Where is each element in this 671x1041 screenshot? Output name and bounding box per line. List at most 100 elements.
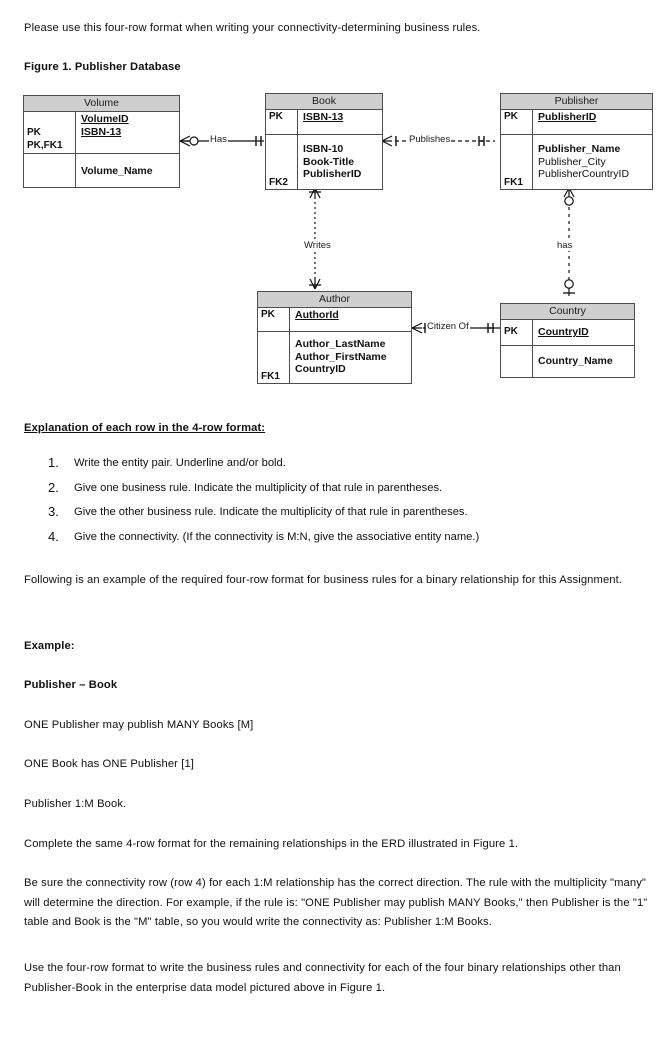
list-item: 4. Give the connectivity. (If the connec… xyxy=(48,529,648,554)
list-item-text: Give the connectivity. (If the connectiv… xyxy=(74,530,480,543)
entity-author: Author PK AuthorId FK1 Author_LastName xyxy=(257,291,412,384)
attribute: Book-Title xyxy=(303,155,355,168)
entity-publisher-pk-row: PK PublisherID xyxy=(501,110,652,134)
entity-volume-pk-attrs: VolumeID ISBN-13 xyxy=(76,112,179,153)
list-item-number: 4. xyxy=(48,528,59,544)
attribute: PublisherID xyxy=(538,111,597,123)
key-line: PK,FK1 xyxy=(27,139,63,151)
entity-book-attrs: ISBN-10 Book-Title PublisherID xyxy=(298,135,382,190)
key-line: PK xyxy=(504,111,518,122)
entity-country-attr-row: Country_Name xyxy=(501,345,634,377)
list-item-text: Write the entity pair. Underline and/or … xyxy=(74,457,286,469)
entity-volume-pk-row: PK PK,FK1 VolumeID ISBN-13 xyxy=(24,112,179,153)
attribute: ISBN-13 xyxy=(303,111,344,123)
entity-book-pk-attrs: ISBN-13 xyxy=(298,110,382,134)
list-item: 2. Give one business rule. Indicate the … xyxy=(48,480,648,505)
entity-author-body: PK AuthorId FK1 Author_LastName Author_F… xyxy=(258,308,411,384)
entity-volume-fk-keys xyxy=(24,154,76,188)
entity-author-pk-keys: PK xyxy=(258,308,290,331)
intro-paragraph: Please use this four-row format when wri… xyxy=(24,22,481,34)
example-entity-pair: Publisher – Book xyxy=(24,679,118,691)
entity-book-attr-row: FK2 ISBN-10 Book-Title PublisherID xyxy=(266,134,382,190)
explanation-heading: Explanation of each row in the 4-row for… xyxy=(24,422,266,434)
direction-paragraph: Be sure the connectivity row (row 4) for… xyxy=(24,877,648,928)
attribute: Publisher_Name xyxy=(538,143,621,155)
key-line: FK2 xyxy=(269,176,288,188)
explanation-list: 1. Write the entity pair. Underline and/… xyxy=(48,455,648,553)
attribute: VolumeID xyxy=(81,113,129,125)
entity-country-body: PK CountryID Country_Name xyxy=(501,320,634,377)
entity-publisher-attrs: Publisher_Name Publisher_City PublisherC… xyxy=(533,135,652,190)
relationship-writes-label: Writes xyxy=(303,240,332,251)
attribute: Country_Name xyxy=(538,355,613,368)
entity-book-title: Book xyxy=(266,94,382,110)
list-item-text: Give one business rule. Indicate the mul… xyxy=(74,481,443,494)
entity-publisher-title: Publisher xyxy=(501,94,652,110)
list-item-number: 3. xyxy=(48,504,59,519)
following-paragraph: Following is an example of the required … xyxy=(24,574,623,586)
list-item-number: 2. xyxy=(48,479,59,495)
attribute: ISBN-13 xyxy=(81,125,122,138)
figure-caption: Figure 1. Publisher Database xyxy=(24,61,181,73)
entity-author-pk-row: PK AuthorId xyxy=(258,308,411,331)
entity-volume-attr-row: Volume_Name xyxy=(24,153,179,188)
entity-author-title: Author xyxy=(258,292,411,308)
entity-author-attrs: Author_LastName Author_FirstName Country… xyxy=(290,332,411,384)
entity-book-fk-keys: FK2 xyxy=(266,135,298,190)
entity-author-fk-keys: FK1 xyxy=(258,332,290,384)
example-connectivity: Publisher 1:M Book. xyxy=(24,798,127,810)
key-line: FK1 xyxy=(261,370,280,382)
attribute: Author_FirstName xyxy=(295,350,387,363)
list-item: 3. Give the other business rule. Indicat… xyxy=(48,504,648,529)
list-item-number: 1. xyxy=(48,455,59,470)
key-line: PK xyxy=(261,309,275,320)
complete-paragraph: Complete the same 4-row format for the r… xyxy=(24,838,519,850)
entity-volume-title: Volume xyxy=(24,96,179,112)
key-line: PK xyxy=(27,127,41,138)
entity-book-body: PK ISBN-13 FK2 ISBN-10 Book-Title Publis… xyxy=(266,110,382,190)
attribute: Publisher_City xyxy=(538,155,606,168)
attribute: PublisherCountryID xyxy=(538,168,630,180)
entity-country: Country PK CountryID Country_Name xyxy=(500,303,635,378)
erd-diagram: Has Publishes Writes xyxy=(0,88,671,398)
list-item-text: Give the other business rule. Indicate t… xyxy=(74,506,468,518)
entity-volume-body: PK PK,FK1 VolumeID ISBN-13 Volume_Name xyxy=(24,112,179,188)
entity-publisher-body: PK PublisherID FK1 Publisher_Name Publis… xyxy=(501,110,652,190)
entity-publisher: Publisher PK PublisherID FK1 Publisher_N… xyxy=(500,93,653,190)
entity-book-pk-row: PK ISBN-13 xyxy=(266,110,382,134)
example-rule-one: ONE Publisher may publish MANY Books [M] xyxy=(24,719,254,731)
entity-country-pk-row: PK CountryID xyxy=(501,320,634,345)
attribute: AuthorId xyxy=(295,309,339,321)
relationship-citizen-of-label: Citizen Of xyxy=(426,321,470,332)
relationship-has-country-label: has xyxy=(556,240,574,251)
entity-volume: Volume PK PK,FK1 VolumeID ISBN-13 Volume xyxy=(23,95,180,188)
list-item: 1. Write the entity pair. Underline and/… xyxy=(48,455,648,480)
key-line: FK1 xyxy=(504,176,523,188)
attribute: Volume_Name xyxy=(81,164,153,177)
entity-book-pk-keys: PK xyxy=(266,110,298,134)
entity-volume-pk-keys: PK PK,FK1 xyxy=(24,112,76,153)
relationship-has-country-connector xyxy=(559,186,579,298)
relationship-has-label: Has xyxy=(209,134,228,145)
entity-country-title: Country xyxy=(501,304,634,320)
entity-country-pk-attrs: CountryID xyxy=(533,320,634,345)
attribute: ISBN-10 xyxy=(303,143,344,155)
entity-publisher-fk-keys: FK1 xyxy=(501,135,533,190)
entity-publisher-pk-attrs: PublisherID xyxy=(533,110,652,134)
entity-volume-attrs: Volume_Name xyxy=(76,154,179,188)
attribute: PublisherID xyxy=(303,168,362,180)
attribute: Author_LastName xyxy=(295,338,386,350)
key-line: PK xyxy=(504,326,518,338)
entity-country-attrs: Country_Name xyxy=(533,346,634,377)
entity-author-attr-row: FK1 Author_LastName Author_FirstName Cou… xyxy=(258,331,411,384)
entity-country-fk-keys xyxy=(501,346,533,377)
key-line: PK xyxy=(269,111,283,122)
attribute: CountryID xyxy=(538,326,589,339)
entity-publisher-pk-keys: PK xyxy=(501,110,533,134)
entity-country-pk-keys: PK xyxy=(501,320,533,345)
relationship-writes-connector xyxy=(305,186,325,291)
example-rule-two: ONE Book has ONE Publisher [1] xyxy=(24,758,195,770)
relationship-publishes-label: Publishes xyxy=(408,134,452,145)
attribute: CountryID xyxy=(295,363,346,375)
